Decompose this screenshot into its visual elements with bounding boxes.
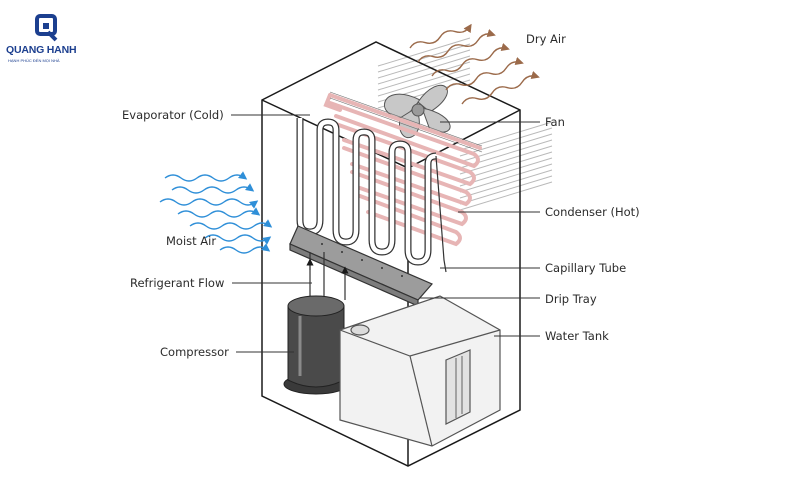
brand-tagline: HẠNH PHÚC ĐẾN MỌI NHÀ — [8, 58, 60, 63]
leader-lines — [231, 114, 540, 353]
house-logo-icon — [35, 14, 58, 42]
condenser-coil-outline — [329, 91, 483, 153]
dry-air-waves — [409, 23, 540, 105]
refrigerant-lines — [306, 155, 447, 300]
compressor — [283, 295, 349, 395]
water-tank — [339, 295, 501, 447]
evaporator-coil — [296, 118, 437, 266]
label-dry-air: Dry Air — [526, 32, 566, 46]
label-compressor: Compressor — [160, 345, 229, 359]
label-drip-tray: Drip Tray — [545, 292, 597, 306]
label-condenser: Condenser (Hot) — [545, 205, 640, 219]
fan — [384, 84, 451, 138]
label-evaporator: Evaporator (Cold) — [122, 108, 224, 122]
brand-name: QUANG HANH — [6, 44, 77, 56]
rear-vent-grille — [377, 37, 553, 211]
label-refrigerant-flow: Refrigerant Flow — [130, 276, 225, 290]
moist-air-waves — [159, 171, 273, 254]
label-moist-air: Moist Air — [166, 234, 217, 248]
label-water-tank: Water Tank — [545, 329, 609, 343]
label-fan: Fan — [545, 115, 565, 129]
label-capillary-tube: Capillary Tube — [545, 261, 627, 275]
drip-tray — [289, 225, 433, 307]
brand-logo: QUANG HANH HẠNH PHÚC ĐẾN MỌI NHÀ — [4, 14, 104, 64]
